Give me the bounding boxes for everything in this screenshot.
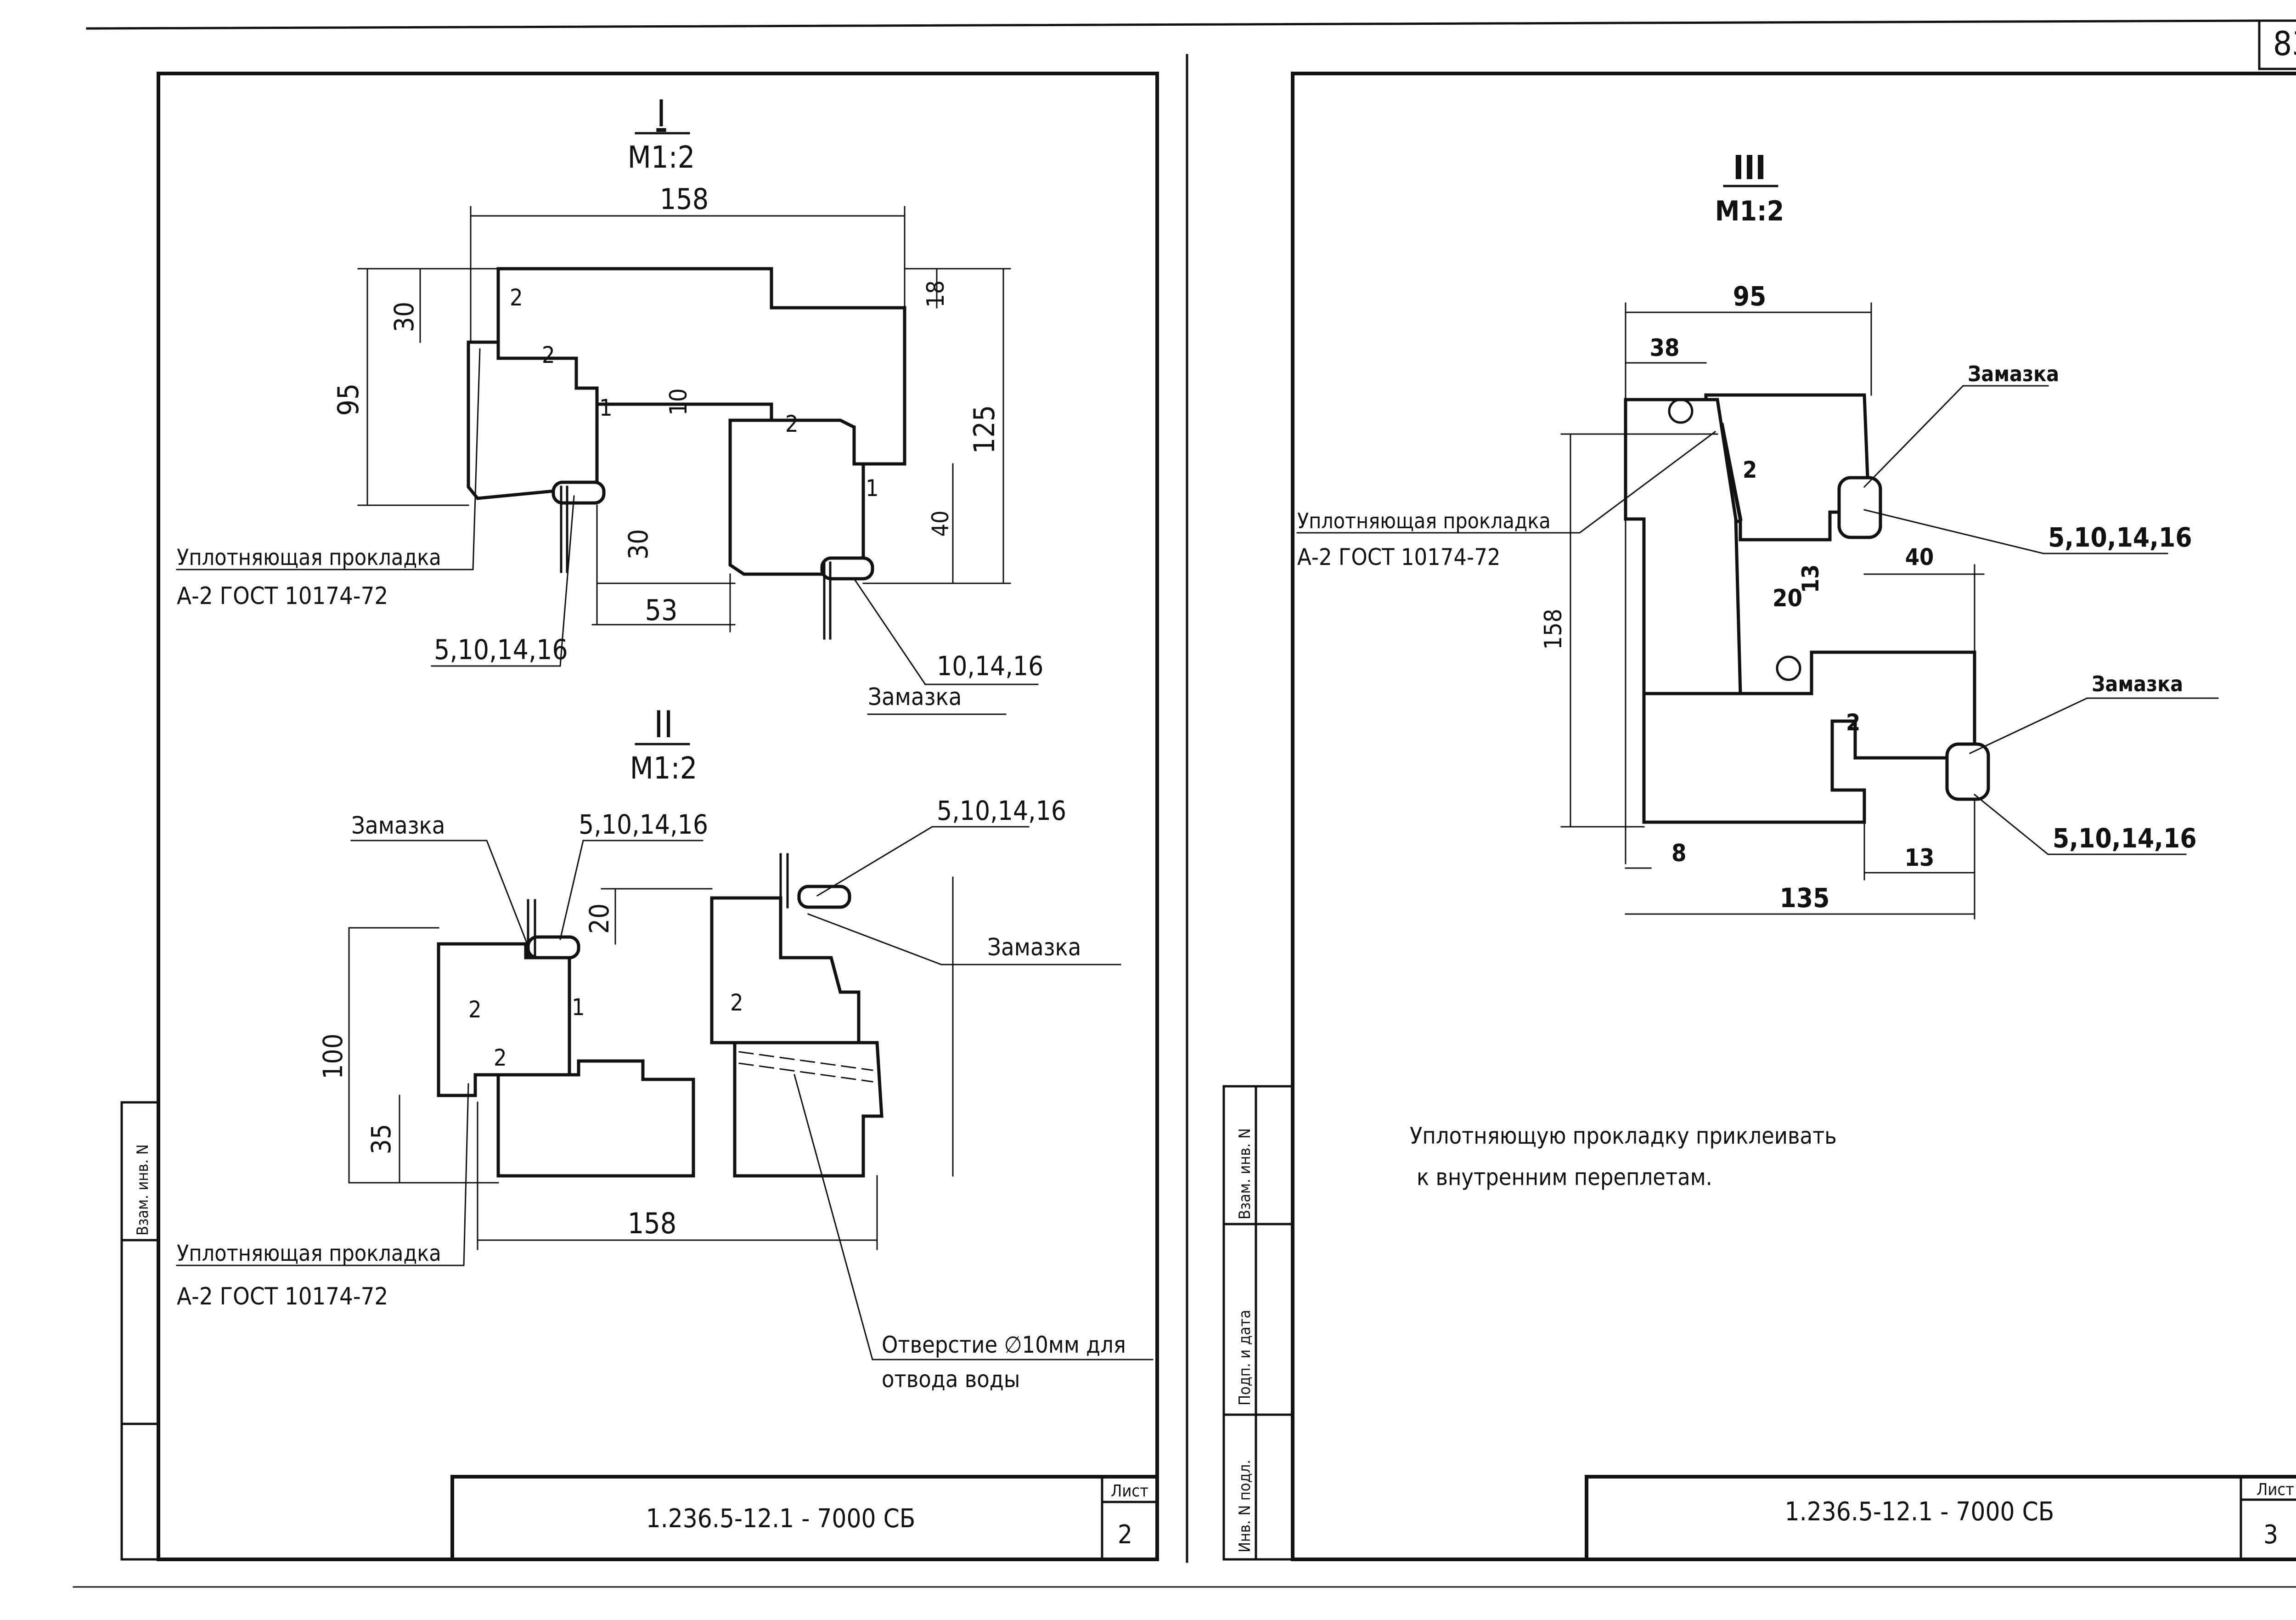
dim-I-right-small: 40 [927, 510, 954, 536]
dim-III-bottom-8: 8 [1671, 840, 1687, 867]
dim-I-gap-2b: 2 [542, 342, 555, 368]
dim-II-gap-2a: 2 [468, 996, 482, 1023]
dim-I-gap-1a: 1 [599, 395, 613, 421]
left-stamp-sheet-label: Лист [1111, 1482, 1148, 1501]
putty-top-III: Замазка [1968, 361, 2059, 386]
note-line1: Уплотняющую прокладку приклеивать [1410, 1123, 1837, 1149]
dim-III-gap-2b: 2 [1846, 709, 1860, 736]
dim-III-mid-13: 13 [1797, 564, 1824, 593]
sash-left-II [437, 942, 571, 1097]
dim-II-gap-2c: 2 [730, 989, 743, 1016]
dim-III-left-158: 158 [1540, 609, 1567, 649]
glass-bead-III-a [1837, 476, 1882, 539]
left-stamp-sheet-no: 2 [1118, 1520, 1132, 1550]
seal-standard-III: А-2 ГОСТ 10174-72 [1297, 544, 1500, 570]
right-side-label-3: Взам. инв. N [1236, 1128, 1254, 1219]
dim-I-bottom-53: 53 [645, 593, 678, 627]
seal-label-III: Уплотняющая прокладка [1297, 508, 1551, 533]
left-stamp [450, 1475, 1159, 1561]
frame-III [1624, 398, 1742, 695]
dim-III-top-95: 95 [1733, 281, 1767, 312]
sheet-frame [73, 19, 2296, 1588]
dim-I-mid-10: 10 [665, 388, 692, 416]
right-stamp-sheet-label: Лист [2257, 1480, 2294, 1499]
dim-I-gap-2a: 2 [510, 284, 523, 311]
glass-bead-III-b [1945, 742, 1990, 801]
putty-bottom-III: Замазка [2092, 672, 2183, 696]
glass-left-II: 5,10,14,16 [579, 809, 708, 840]
glass-right-II: 5,10,14,16 [937, 795, 1066, 826]
left-side-label: Взам. инв. N [134, 1144, 152, 1236]
glass-top-III: 5,10,14,16 [2048, 522, 2192, 553]
note-line2: к внутренним переплетам. [1417, 1164, 1712, 1191]
dim-II-top-20: 20 [584, 903, 615, 934]
glass-left-I: 5,10,14,16 [434, 634, 568, 666]
left-stamp-code: 1.236.5-12.1 - 7000 СБ [646, 1504, 916, 1534]
dim-I-left-h: 95 [332, 384, 365, 416]
right-stamp-code: 1.236.5-12.1 - 7000 СБ [1785, 1497, 2054, 1527]
dim-II-gap-2b: 2 [494, 1044, 507, 1071]
dim-I-gap-1b: 1 [866, 475, 879, 502]
dim-III-right-40: 40 [1905, 544, 1934, 570]
putty-I: Замазка [868, 683, 962, 711]
glass-right-I: 10,14,16 [937, 650, 1043, 682]
seal-label-I: Уплотняющая прокладка [177, 545, 441, 570]
dim-II-gap-1: 1 [572, 994, 585, 1021]
sash-right-II-lower [733, 1041, 884, 1178]
section-I-title: I [656, 92, 666, 135]
section-II-title: II [654, 703, 673, 746]
dim-II-width: 158 [628, 1207, 676, 1240]
dim-III-gap-2a: 2 [1743, 457, 1757, 483]
dim-I-right-h: 125 [968, 405, 1001, 454]
right-stamp [1585, 1475, 2296, 1561]
dim-III-bottom-13: 13 [1904, 844, 1934, 872]
section-II-scale: М1:2 [630, 751, 698, 786]
dim-I-width-top: 158 [660, 182, 709, 216]
right-side-label-2: Подп. и дата [1236, 1310, 1254, 1406]
hole-note-line1: Отверстие ∅10мм для [882, 1332, 1126, 1358]
sash-lower-I [728, 418, 865, 576]
glass-bead-I-b [820, 556, 874, 581]
dim-III-mid-20: 20 [1773, 585, 1802, 612]
right-side-label-1: Инв. N подл. [1236, 1460, 1254, 1552]
putty-right-II: Замазка [987, 934, 1081, 961]
right-stamp-sheet-no: 3 [2263, 1520, 2278, 1550]
dim-III-top-38: 38 [1649, 334, 1679, 362]
dim-I-bottom-30: 30 [623, 529, 654, 559]
seal-label-II: Уплотняющая прокладка [177, 1241, 441, 1266]
seal-standard-II: А-2 ГОСТ 10174-72 [177, 1283, 388, 1310]
glass-bead-II-b [797, 885, 851, 909]
dim-II-left-h: 100 [317, 1033, 349, 1079]
dim-III-bottom-135: 135 [1780, 882, 1830, 914]
section-I: I М1:2 158 95 30 2 2 1 18 10 2 125 [176, 92, 1043, 715]
hole-note-line2: отвода воды [882, 1366, 1020, 1393]
page-number: 83 [2273, 24, 2296, 63]
dim-I-right-top: 18 [922, 280, 950, 308]
putty-left-II: Замазка [351, 812, 445, 840]
glass-bottom-III: 5,10,14,16 [2053, 823, 2197, 854]
dim-II-left-35: 35 [366, 1124, 397, 1154]
dim-I-top-step: 30 [388, 302, 420, 332]
seal-standard-I: А-2 ГОСТ 10174-72 [177, 582, 388, 610]
dim-I-mid-2: 2 [785, 411, 799, 437]
section-II: II М1:2 Замазка 5,10,14,16 5,10,14,16 За… [176, 703, 1154, 1393]
section-III: III М1:2 Замазка 5,10,14,16 Замазка 5,10… [1296, 148, 2219, 920]
section-III-scale: М1:2 [1715, 195, 1784, 227]
section-III-title: III [1733, 148, 1766, 187]
sash-left-II-body [496, 1059, 695, 1178]
section-I-scale: М1:2 [628, 140, 695, 175]
